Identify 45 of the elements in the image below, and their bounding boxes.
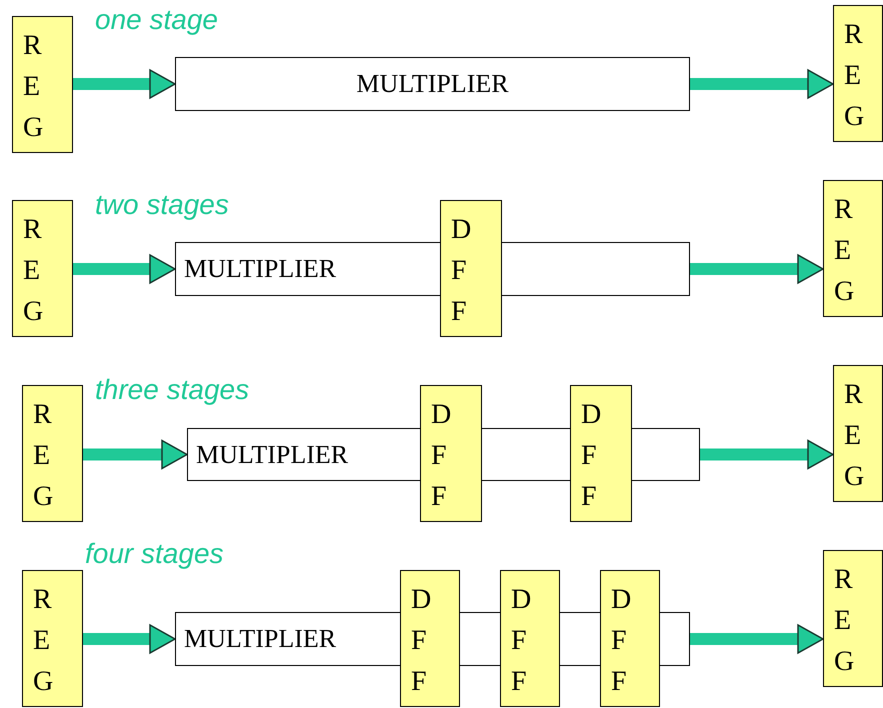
register-box bbox=[823, 550, 883, 687]
register-box bbox=[12, 16, 73, 153]
flip-flop-box bbox=[400, 570, 460, 707]
multiplier-label: MULTIPLIER bbox=[184, 624, 336, 654]
arrow bbox=[83, 624, 176, 654]
register-box bbox=[22, 385, 83, 522]
register-label: R E G bbox=[33, 583, 50, 699]
arrow bbox=[700, 440, 834, 470]
register-label: R E G bbox=[844, 18, 861, 134]
flip-flop-box bbox=[600, 570, 660, 707]
register-label: R E G bbox=[23, 213, 40, 329]
flip-flop-box bbox=[500, 570, 560, 707]
register-box bbox=[833, 5, 883, 142]
flip-flop-label: D F F bbox=[431, 398, 448, 514]
multiplier-label: MULTIPLIER bbox=[184, 254, 336, 284]
multiplier-box bbox=[175, 57, 690, 111]
flip-flop-label: D F F bbox=[511, 583, 528, 699]
register-box bbox=[12, 200, 73, 337]
flip-flop-label: D F F bbox=[451, 213, 468, 329]
register-box bbox=[823, 180, 883, 317]
register-label: R E G bbox=[834, 193, 851, 309]
flip-flop-box bbox=[440, 200, 502, 337]
register-label: R E G bbox=[834, 563, 851, 679]
flip-flop-label: D F F bbox=[411, 583, 428, 699]
flip-flop-label: D F F bbox=[581, 398, 598, 514]
flip-flop-box bbox=[570, 385, 632, 522]
register-box bbox=[22, 570, 83, 707]
stage-caption: three stages bbox=[95, 374, 250, 406]
arrow bbox=[73, 69, 176, 99]
flip-flop-box bbox=[420, 385, 482, 522]
flip-flop-label: D F F bbox=[611, 583, 628, 699]
stage-caption: two stages bbox=[95, 189, 229, 221]
stage-caption: one stage bbox=[95, 4, 218, 36]
register-label: R E G bbox=[23, 29, 40, 145]
arrow bbox=[690, 624, 824, 654]
register-box bbox=[833, 365, 883, 502]
arrow bbox=[73, 254, 176, 284]
stage-caption: four stages bbox=[85, 538, 224, 570]
register-label: R E G bbox=[844, 378, 861, 494]
multiplier-label: MULTIPLIER bbox=[356, 69, 509, 99]
multiplier-label: MULTIPLIER bbox=[196, 440, 348, 470]
arrow bbox=[83, 440, 188, 470]
arrow bbox=[690, 69, 834, 99]
register-label: R E G bbox=[33, 398, 50, 514]
arrow bbox=[690, 254, 824, 284]
